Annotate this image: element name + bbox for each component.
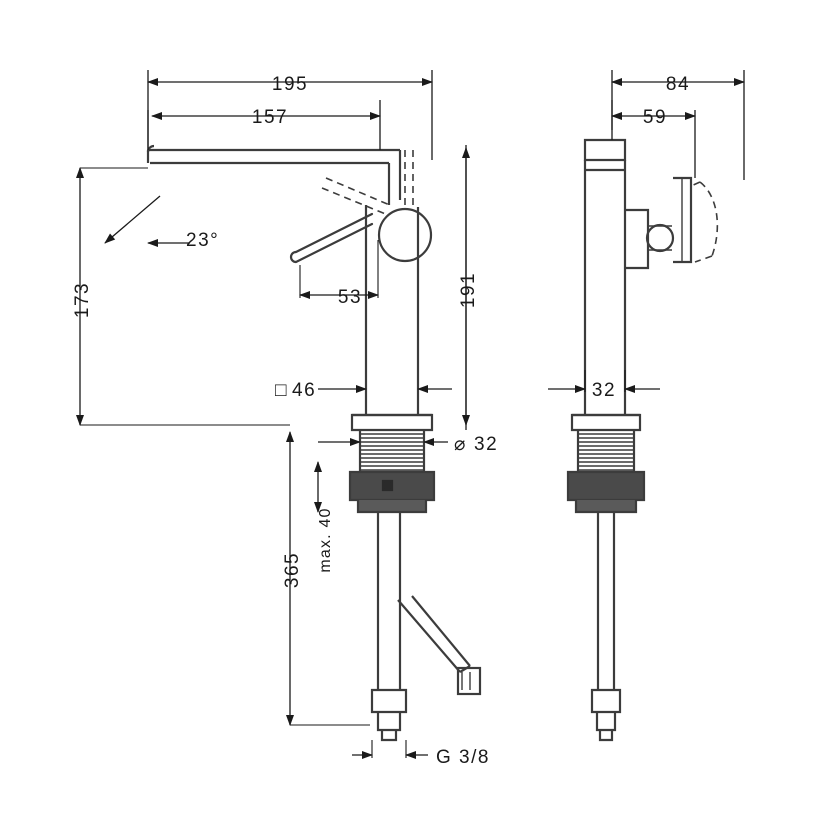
dimension-label-g38: G 3/8 [436,747,490,768]
dimension-label-53: 53 [338,287,362,308]
dimension-label-23deg: 23° [186,230,219,251]
dimension-label-173: 173 [72,282,93,318]
dimension-label-84: 84 [666,74,690,95]
dimension-label-157: 157 [252,107,288,128]
dimension-labels: 195 157 23° 173 53 191 □ 46 ⌀ 32 max. 40… [72,74,690,768]
dimension-label-59: 59 [643,107,667,128]
front-view-geometry [146,144,482,742]
diameter-symbol-icon: ⌀ [454,434,467,455]
dimension-label-365: 365 [282,552,303,588]
dimension-label-191: 191 [458,272,479,308]
dimension-label-32-side: 32 [592,380,616,401]
dimension-lines [76,70,745,759]
dimension-label-195: 195 [272,74,308,95]
side-view-geometry [566,138,719,742]
dimension-label-square-symbol: □ [275,380,288,401]
dimension-label-dia-32: 32 [474,434,498,455]
dimension-label-46: 46 [292,380,316,401]
dimension-label-max40: max. 40 [317,507,334,572]
